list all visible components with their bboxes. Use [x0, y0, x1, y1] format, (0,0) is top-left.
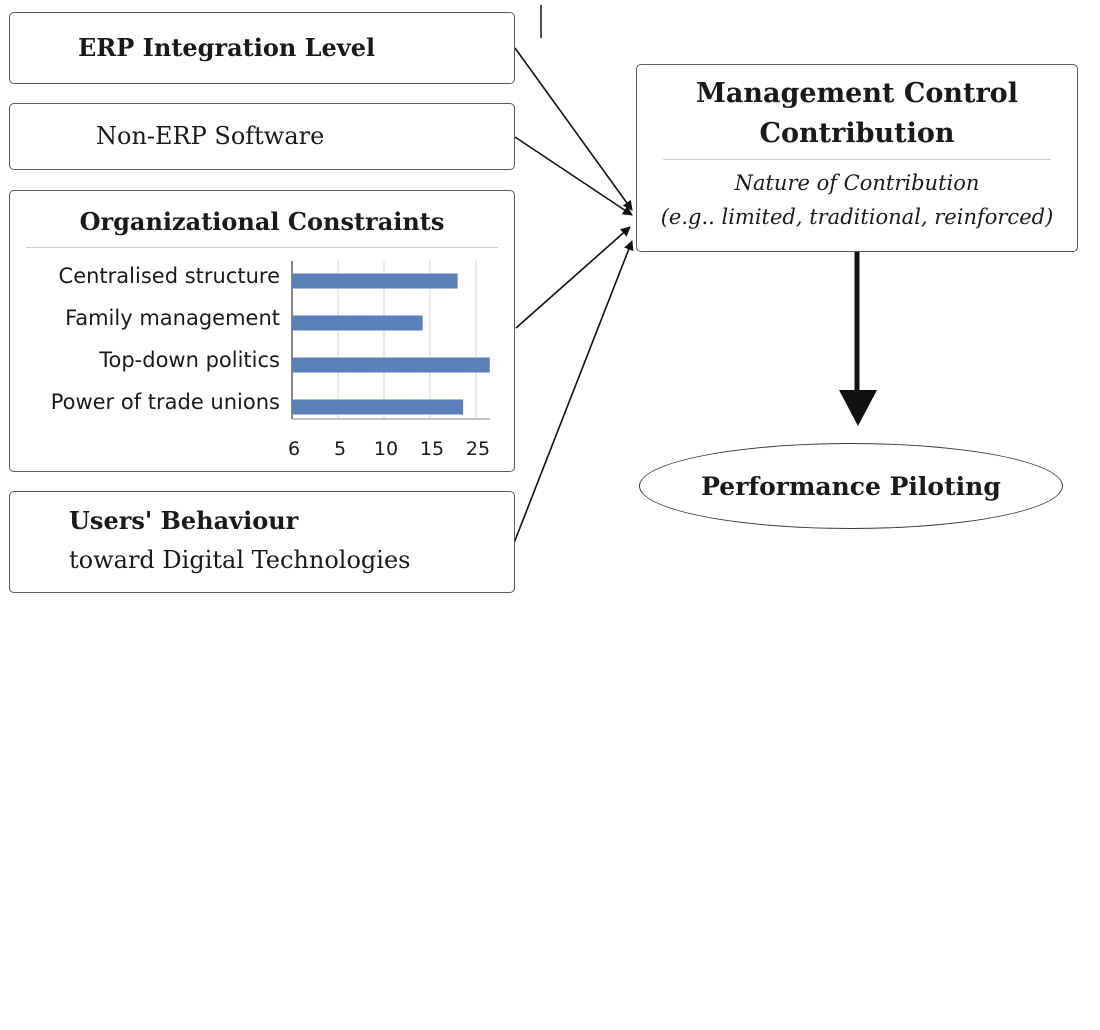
- chart-x-tick-label: 15: [420, 438, 444, 460]
- users-behaviour-box: Users' Behaviour toward Digital Technolo…: [9, 491, 515, 593]
- chart-category-label: Family management: [65, 306, 280, 330]
- non-erp-software-box: Non-ERP Software: [9, 103, 515, 170]
- arrow-nonerp-to-mcc: [514, 136, 633, 216]
- chart-category-label: Power of trade unions: [51, 390, 280, 414]
- mcc-subtitle-line2: (e.g.. limited, traditional, reinforced): [660, 205, 1054, 229]
- organizational-constraints-box: Organizational Constraints 6 5 10 15 25 Centr…: [9, 190, 515, 472]
- chart-category-label: Top-down politics: [98, 348, 280, 372]
- performance-piloting-label: Performance Piloting: [701, 471, 1001, 501]
- chart-x-tick-label: 6: [288, 438, 300, 460]
- mcc-divider: [663, 159, 1051, 160]
- mcc-title-line1: Management Control: [696, 78, 1018, 109]
- users-behaviour-label-line2: toward Digital Technologies: [69, 546, 411, 574]
- arrow-org-to-mcc: [515, 226, 631, 329]
- organizational-constraints-title: Organizational Constraints: [79, 207, 445, 236]
- chart-category-label: Centralised structure: [59, 264, 280, 288]
- chart-x-tick-label: 10: [374, 438, 398, 460]
- erp-integration-box: ERP Integration Level: [9, 12, 515, 84]
- chart-x-tick-label: 25: [466, 438, 490, 460]
- arrow-users-to-mcc: [513, 240, 634, 544]
- management-control-contribution-box: Management Control Contribution Nature o…: [636, 64, 1078, 252]
- non-erp-software-label: Non-ERP Software: [96, 122, 325, 150]
- mcc-title-line2: Contribution: [759, 118, 955, 149]
- erp-integration-label: ERP Integration Level: [78, 33, 376, 62]
- chart-bar: [292, 315, 423, 331]
- mcc-subtitle-line1: Nature of Contribution: [734, 171, 980, 195]
- chart-bar: [292, 357, 490, 373]
- chart-x-tick-label: 5: [334, 438, 346, 460]
- users-behaviour-label-line1: Users' Behaviour: [69, 506, 299, 535]
- arrow-erp-to-mcc: [514, 47, 633, 211]
- chart-bar: [292, 399, 464, 415]
- performance-piloting-ellipse: Performance Piloting: [639, 443, 1063, 529]
- chart-bar: [292, 273, 458, 289]
- title-divider: [26, 247, 498, 248]
- arrow-mcc-to-performance-head: [839, 390, 877, 426]
